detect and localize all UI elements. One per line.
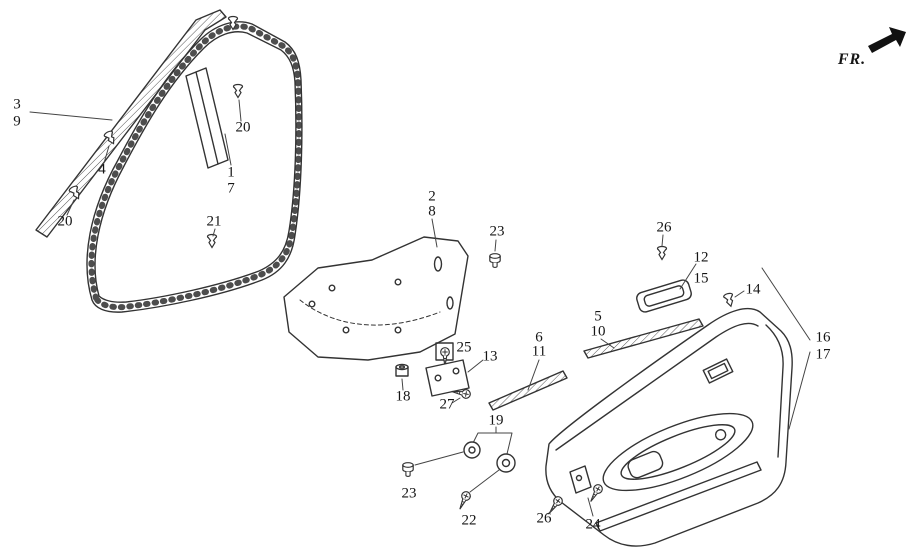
- part-label-27: 27: [439, 396, 455, 413]
- part-label-2: 2: [428, 188, 436, 205]
- grommet-icon: [402, 462, 414, 477]
- part-label-1: 1: [227, 164, 235, 181]
- door-seal-channel: [29, 9, 227, 238]
- clip-icon: [722, 291, 736, 309]
- part-label-19: 19: [488, 412, 504, 429]
- door-trim-panel: [545, 267, 811, 547]
- part-label-15: 15: [693, 270, 709, 287]
- pull-pocket: [636, 234, 697, 313]
- part-label-13: 13: [482, 348, 498, 365]
- clip-icon: [232, 83, 244, 99]
- window-sash: [185, 67, 232, 169]
- part-label-23-upper: 23: [489, 223, 505, 240]
- part-label-25: 25: [456, 339, 472, 356]
- part-label-22: 22: [461, 512, 477, 529]
- part-label-26-upper: 26: [656, 219, 672, 236]
- part-label-4: 4: [98, 161, 106, 178]
- latch-bracket-group: [395, 342, 484, 404]
- part-label-12: 12: [693, 249, 709, 266]
- armrest: [602, 412, 754, 492]
- part-label-3: 3: [13, 96, 21, 113]
- part-label-26-lower: 26: [536, 510, 552, 527]
- part-label-17: 17: [815, 346, 831, 363]
- handle-group-19: [402, 426, 516, 512]
- door-weatherstrip: [86, 21, 303, 313]
- part-label-8: 8: [428, 203, 436, 220]
- grommet-icon: [489, 253, 501, 268]
- part-label-5: 5: [594, 308, 602, 325]
- screw-icon: [455, 489, 473, 512]
- part-label-24: 24: [585, 516, 601, 533]
- clip-icon: [656, 245, 668, 261]
- part-label-9: 9: [13, 113, 21, 130]
- part-label-18: 18: [395, 388, 411, 405]
- bottom-fasteners: [545, 465, 605, 517]
- part-label-7: 7: [227, 180, 235, 197]
- inner-weatherstrip-6-11: [488, 359, 568, 411]
- panel-switch-detail: [702, 358, 734, 384]
- part-label-21: 21: [206, 213, 222, 230]
- part-label-20-top: 20: [235, 119, 251, 136]
- insulator-sheet: [283, 218, 469, 361]
- seal-clips: [66, 15, 244, 249]
- inner-weatherstrip-5-10: [583, 318, 704, 359]
- part-label-6: 6: [535, 329, 543, 346]
- part-label-20-left: 20: [57, 213, 73, 230]
- part-label-23-lower: 23: [401, 485, 417, 502]
- part-label-11: 11: [531, 343, 547, 360]
- clip-14: [722, 290, 745, 309]
- part-label-10: 10: [590, 323, 606, 340]
- grommet-23-upper: [489, 239, 501, 268]
- fr-label: FR.: [837, 51, 867, 68]
- part-label-16: 16: [815, 329, 831, 346]
- clip-icon: [206, 233, 218, 249]
- part-label-14: 14: [745, 281, 761, 298]
- fr-arrow-icon: [868, 27, 906, 53]
